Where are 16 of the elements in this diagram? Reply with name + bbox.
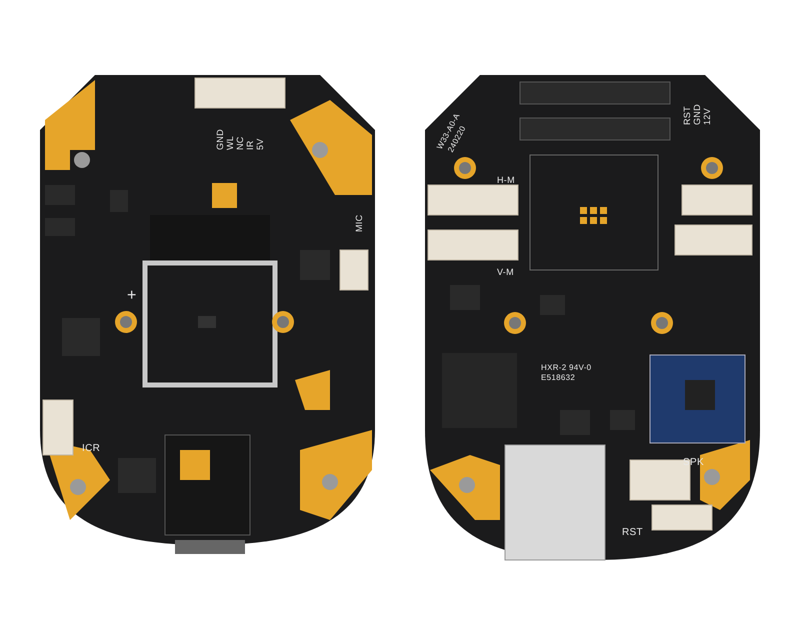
silkscreen-label: GND [216, 129, 225, 150]
silkscreen-label: 5V [256, 138, 265, 150]
silkscreen-label: IR [246, 140, 255, 150]
silkscreen-label: V-M [497, 268, 514, 277]
silkscreen-label: NC [236, 136, 245, 150]
silkscreen-label: RST [622, 528, 643, 538]
silkscreen-label: MIC [355, 214, 364, 232]
silkscreen-label: H-M [497, 176, 515, 185]
silkscreen-label: RST [683, 106, 692, 125]
silkscreen-label: E518632 [541, 374, 576, 382]
silkscreen-label: 12V [703, 108, 712, 125]
silkscreen-label: + [127, 288, 137, 304]
silkscreen-label: WL [226, 136, 235, 150]
silkscreen-label: ICR [82, 444, 100, 454]
silkscreen-label: HXR-2 94V-0 [541, 364, 592, 372]
silkscreen-label: GND [693, 104, 702, 125]
